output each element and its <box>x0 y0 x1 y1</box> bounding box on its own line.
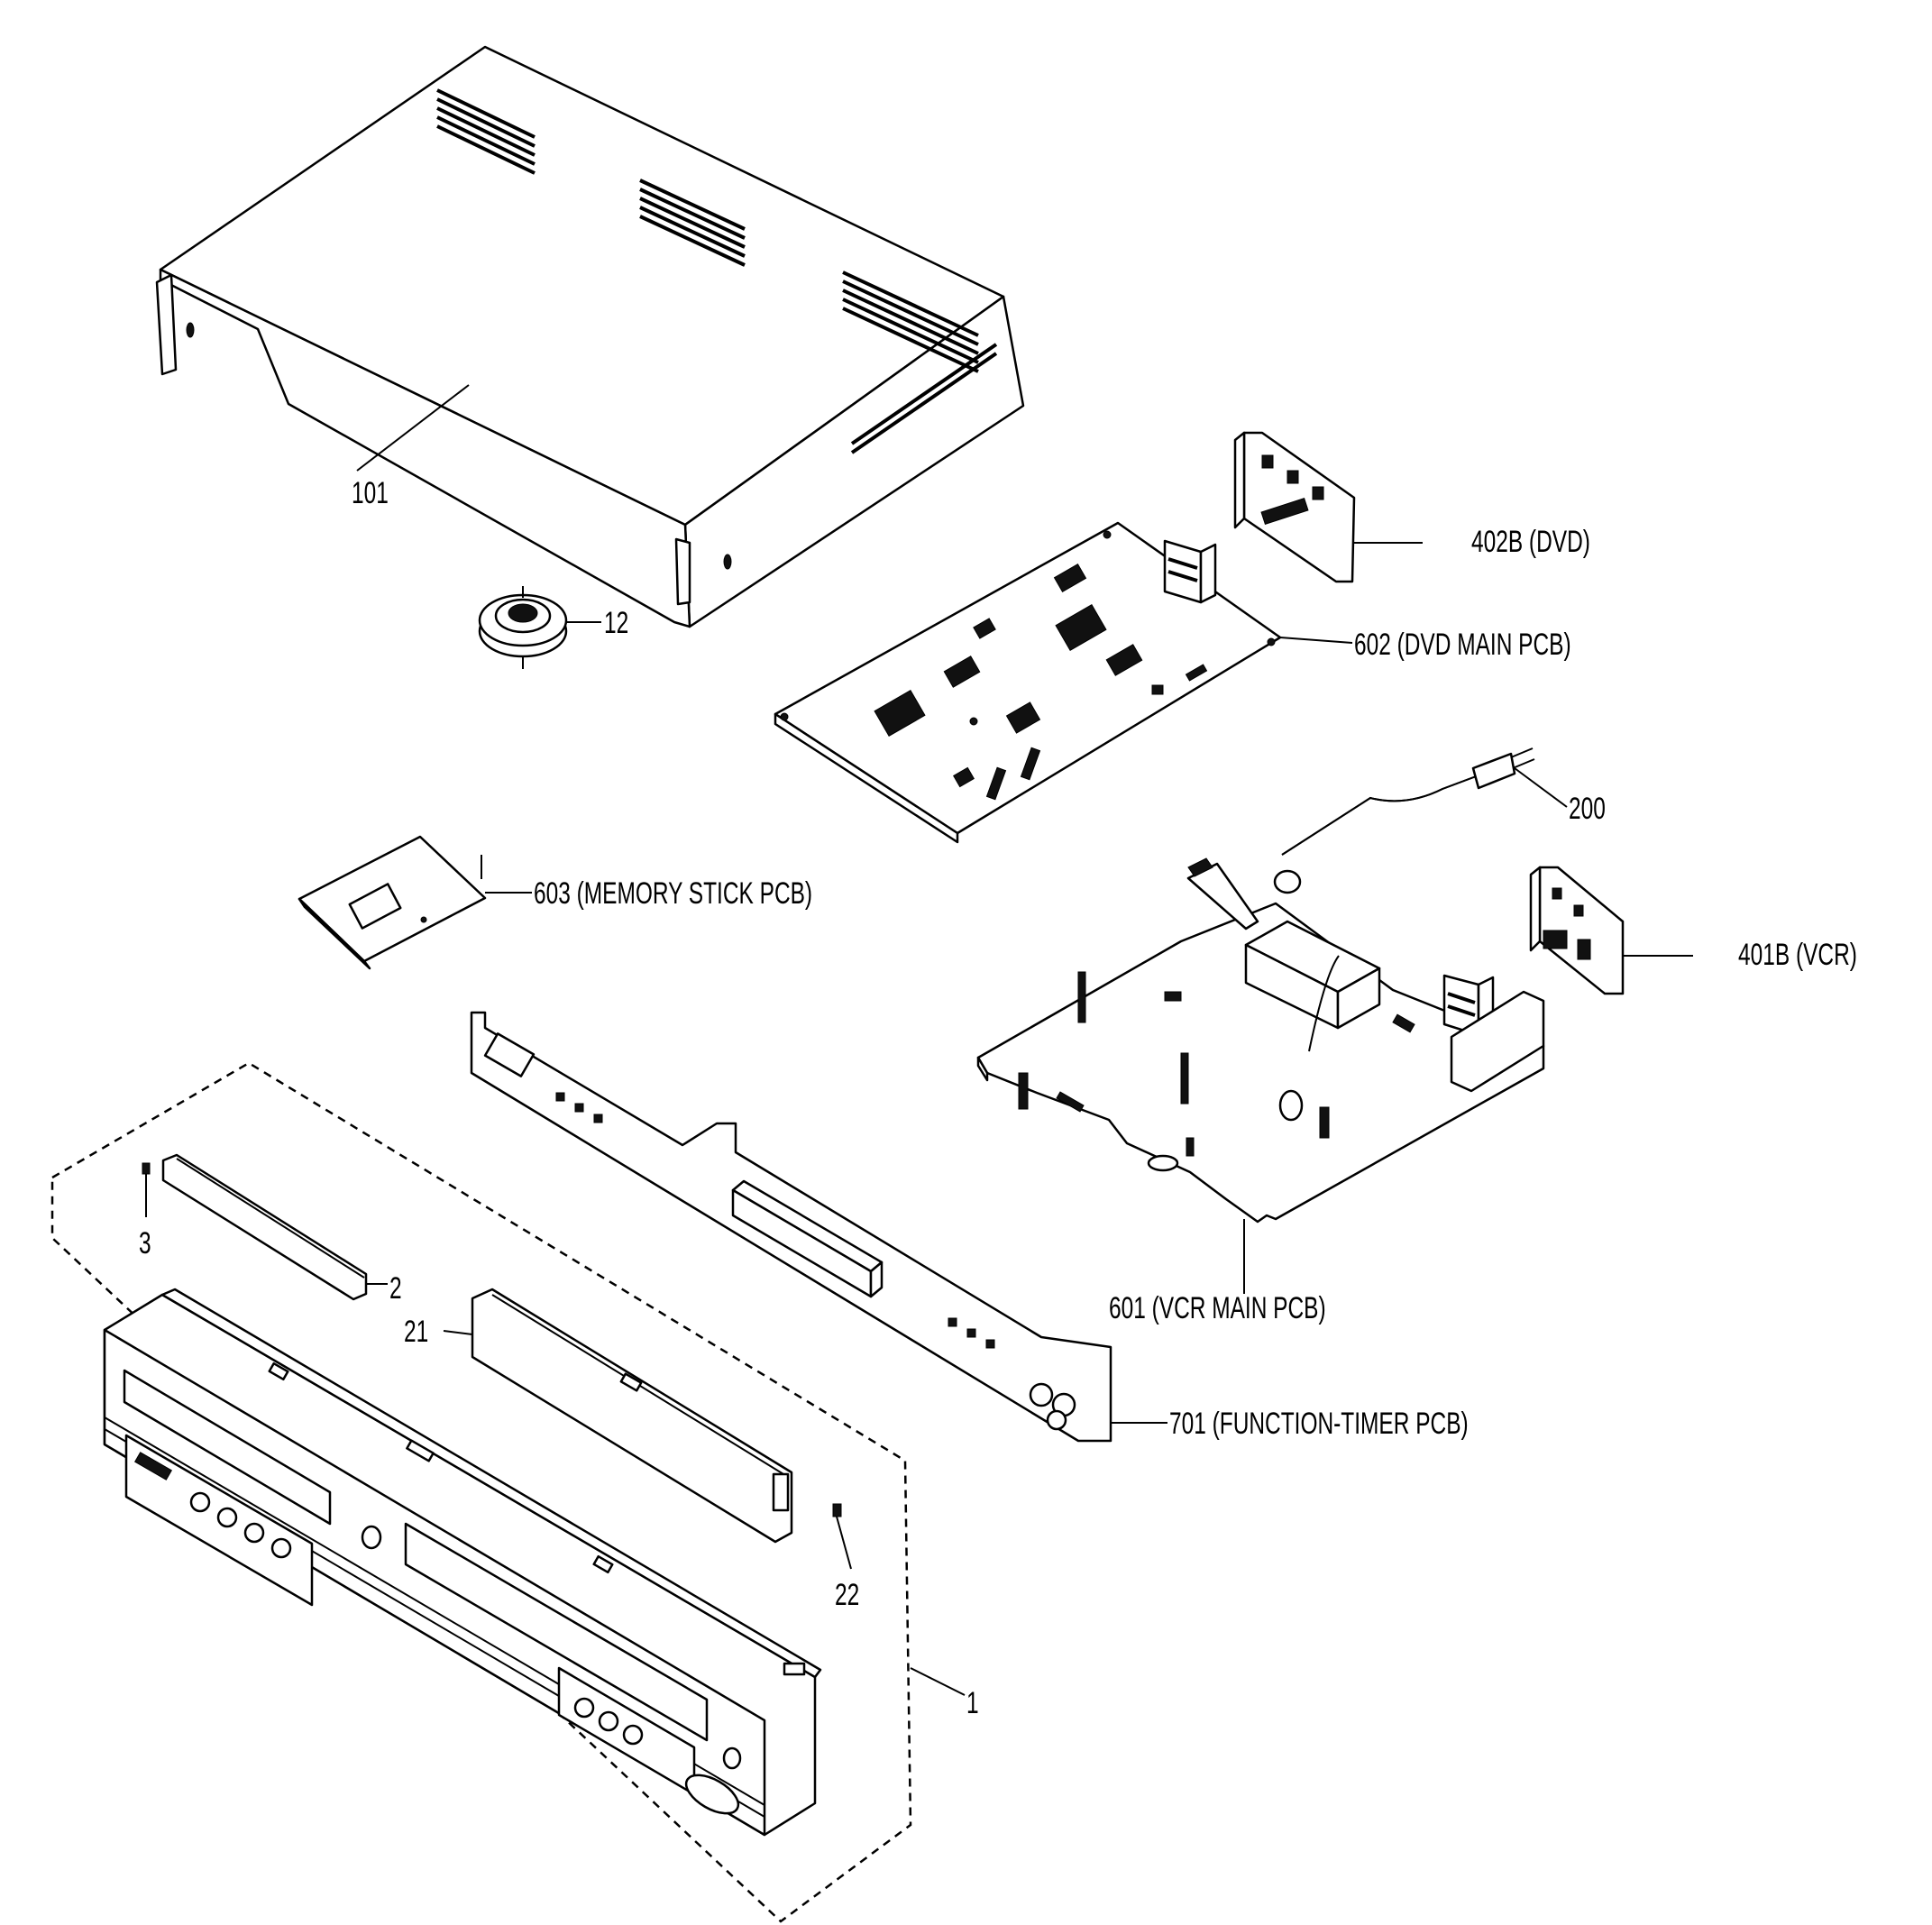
front-panel-button <box>573 1697 595 1719</box>
clamper: 12 <box>478 586 628 669</box>
front-panel-vcr-ir-window <box>722 1746 742 1770</box>
front-panel-button <box>216 1507 238 1528</box>
label-701-function-timer-pcb: 701 (FUNCTION-TIMER PCB) <box>1169 1407 1469 1441</box>
vcr-main-pcb-connector <box>1442 974 1495 1037</box>
function-timer-pcb: 701 (FUNCTION-TIMER PCB) <box>470 1011 1469 1443</box>
front-panel-tab <box>783 1662 806 1676</box>
label-101: 101 <box>352 476 389 510</box>
vcr-main-pcb: 601 (VCR MAIN PCB) <box>976 857 1545 1325</box>
front-panel-dvd-tray-slot <box>123 1369 332 1526</box>
front-assembly-boundary <box>50 1061 912 1923</box>
top-cover: 101 <box>155 45 1025 628</box>
front-panel-button <box>622 1724 644 1746</box>
top-cover-vent-slots <box>436 88 998 454</box>
label-603-memory-stick-pcb: 603 (MEMORY STICK PCB) <box>534 876 812 911</box>
front-panel-indicator <box>133 1452 173 1480</box>
label-602-dvd-main-pcb: 602 (DVD MAIN PCB) <box>1354 628 1571 662</box>
dvd-jack-pcb: 402B (DVD) <box>1233 431 1590 583</box>
front-panel-button <box>598 1710 619 1732</box>
label-3: 3 <box>139 1226 151 1260</box>
front-panel-button <box>243 1522 265 1544</box>
display-window-2: 2 <box>161 1153 402 1306</box>
label-1: 1 <box>966 1686 979 1720</box>
front-panel-ir-window <box>361 1525 382 1550</box>
ac-cord: 200 <box>1273 747 1606 894</box>
front-panel <box>103 1288 822 1837</box>
front-panel-jog-dial <box>684 1774 740 1815</box>
screw-3: 3 <box>139 1162 151 1260</box>
front-panel-vcr-cassette-door <box>404 1522 709 1742</box>
front-panel-button <box>189 1491 211 1513</box>
screw-22: 22 <box>832 1503 859 1612</box>
front-panel-tab <box>592 1554 614 1574</box>
label-22: 22 <box>835 1578 859 1612</box>
dvd-main-pcb: 602 (DVD MAIN PCB) <box>774 521 1571 844</box>
label-200: 200 <box>1569 792 1606 826</box>
label-12: 12 <box>604 606 628 640</box>
function-timer-pcb-connector <box>731 1179 884 1298</box>
label-401b-vcr: 401B (VCR) <box>1738 938 1857 972</box>
front-panel-tab <box>268 1361 289 1381</box>
front-panel-assembly: 1 3 2 21 22 <box>50 1061 979 1923</box>
label-21: 21 <box>404 1315 428 1349</box>
function-timer-pcb-jacks <box>1029 1382 1076 1431</box>
vcr-jack-pcb: 401B (VCR) <box>1529 866 1857 995</box>
front-panel-button <box>270 1537 292 1559</box>
label-402b-dvd: 402B (DVD) <box>1471 525 1590 559</box>
label-2: 2 <box>389 1271 402 1306</box>
front-panel-tab <box>406 1439 435 1462</box>
display-bracket-21: 21 <box>404 1288 793 1544</box>
memory-stick-pcb: 603 (MEMORY STICK PCB) <box>298 835 812 970</box>
dvd-main-pcb-connector <box>1163 539 1217 604</box>
label-601-vcr-main-pcb: 601 (VCR MAIN PCB) <box>1109 1291 1326 1325</box>
vcr-main-pcb-ribbon-connector <box>1186 857 1259 930</box>
